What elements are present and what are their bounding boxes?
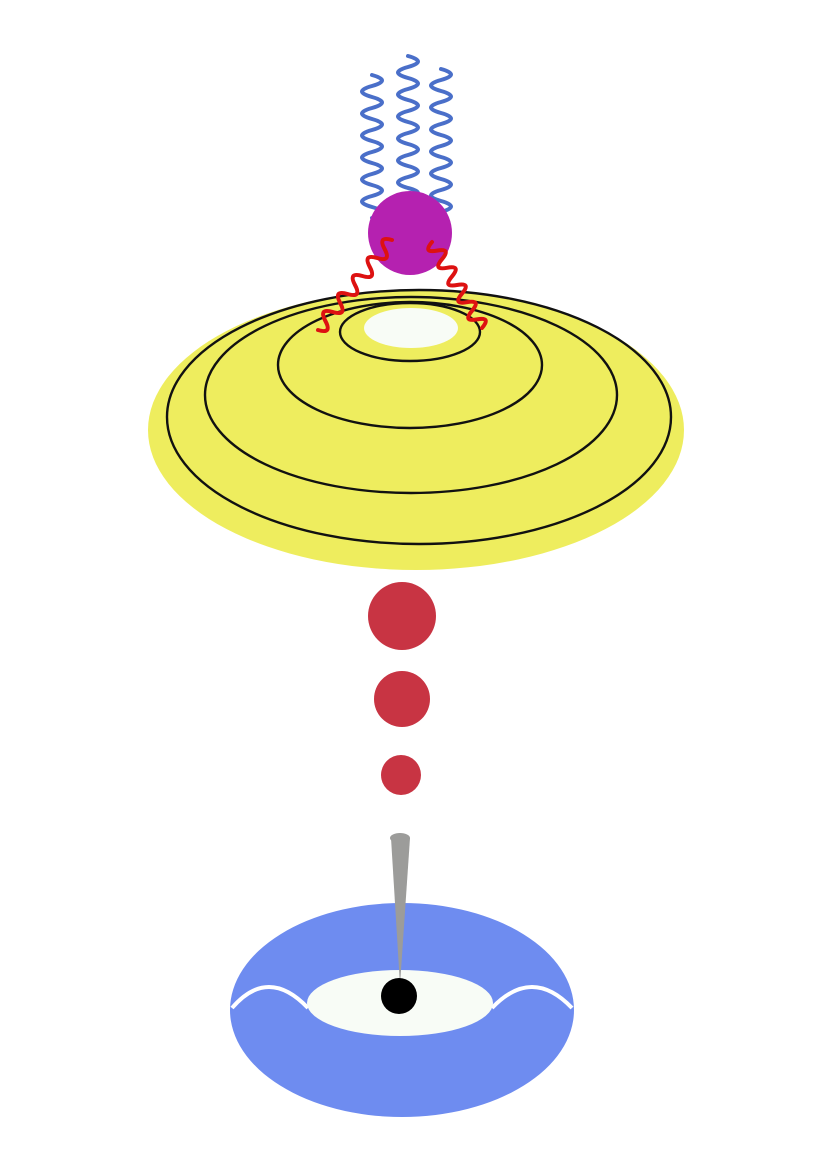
disc-ring-second (203, 295, 619, 495)
drop-small (381, 755, 421, 795)
disc-body (148, 290, 684, 570)
falling-drops (368, 582, 436, 795)
torus-left-arc (230, 985, 310, 1010)
red-wave-right (426, 240, 488, 330)
black-hole (381, 978, 417, 1014)
jet-cap (390, 833, 410, 843)
disc-ring-inner (338, 301, 482, 363)
torus-right-arc (490, 985, 574, 1010)
blue-wave-left (360, 73, 384, 220)
red-wave-left (316, 236, 394, 334)
jet-cone (391, 838, 410, 985)
jet (390, 833, 410, 985)
accretion-disc (148, 288, 684, 570)
disc-ring-outer (165, 288, 673, 546)
blue-wave-center (396, 54, 420, 200)
red-photon-waves (316, 236, 488, 334)
drop-medium (374, 671, 430, 727)
disc-hole (364, 308, 458, 348)
central-particle (368, 191, 452, 275)
drop-large (368, 582, 436, 650)
